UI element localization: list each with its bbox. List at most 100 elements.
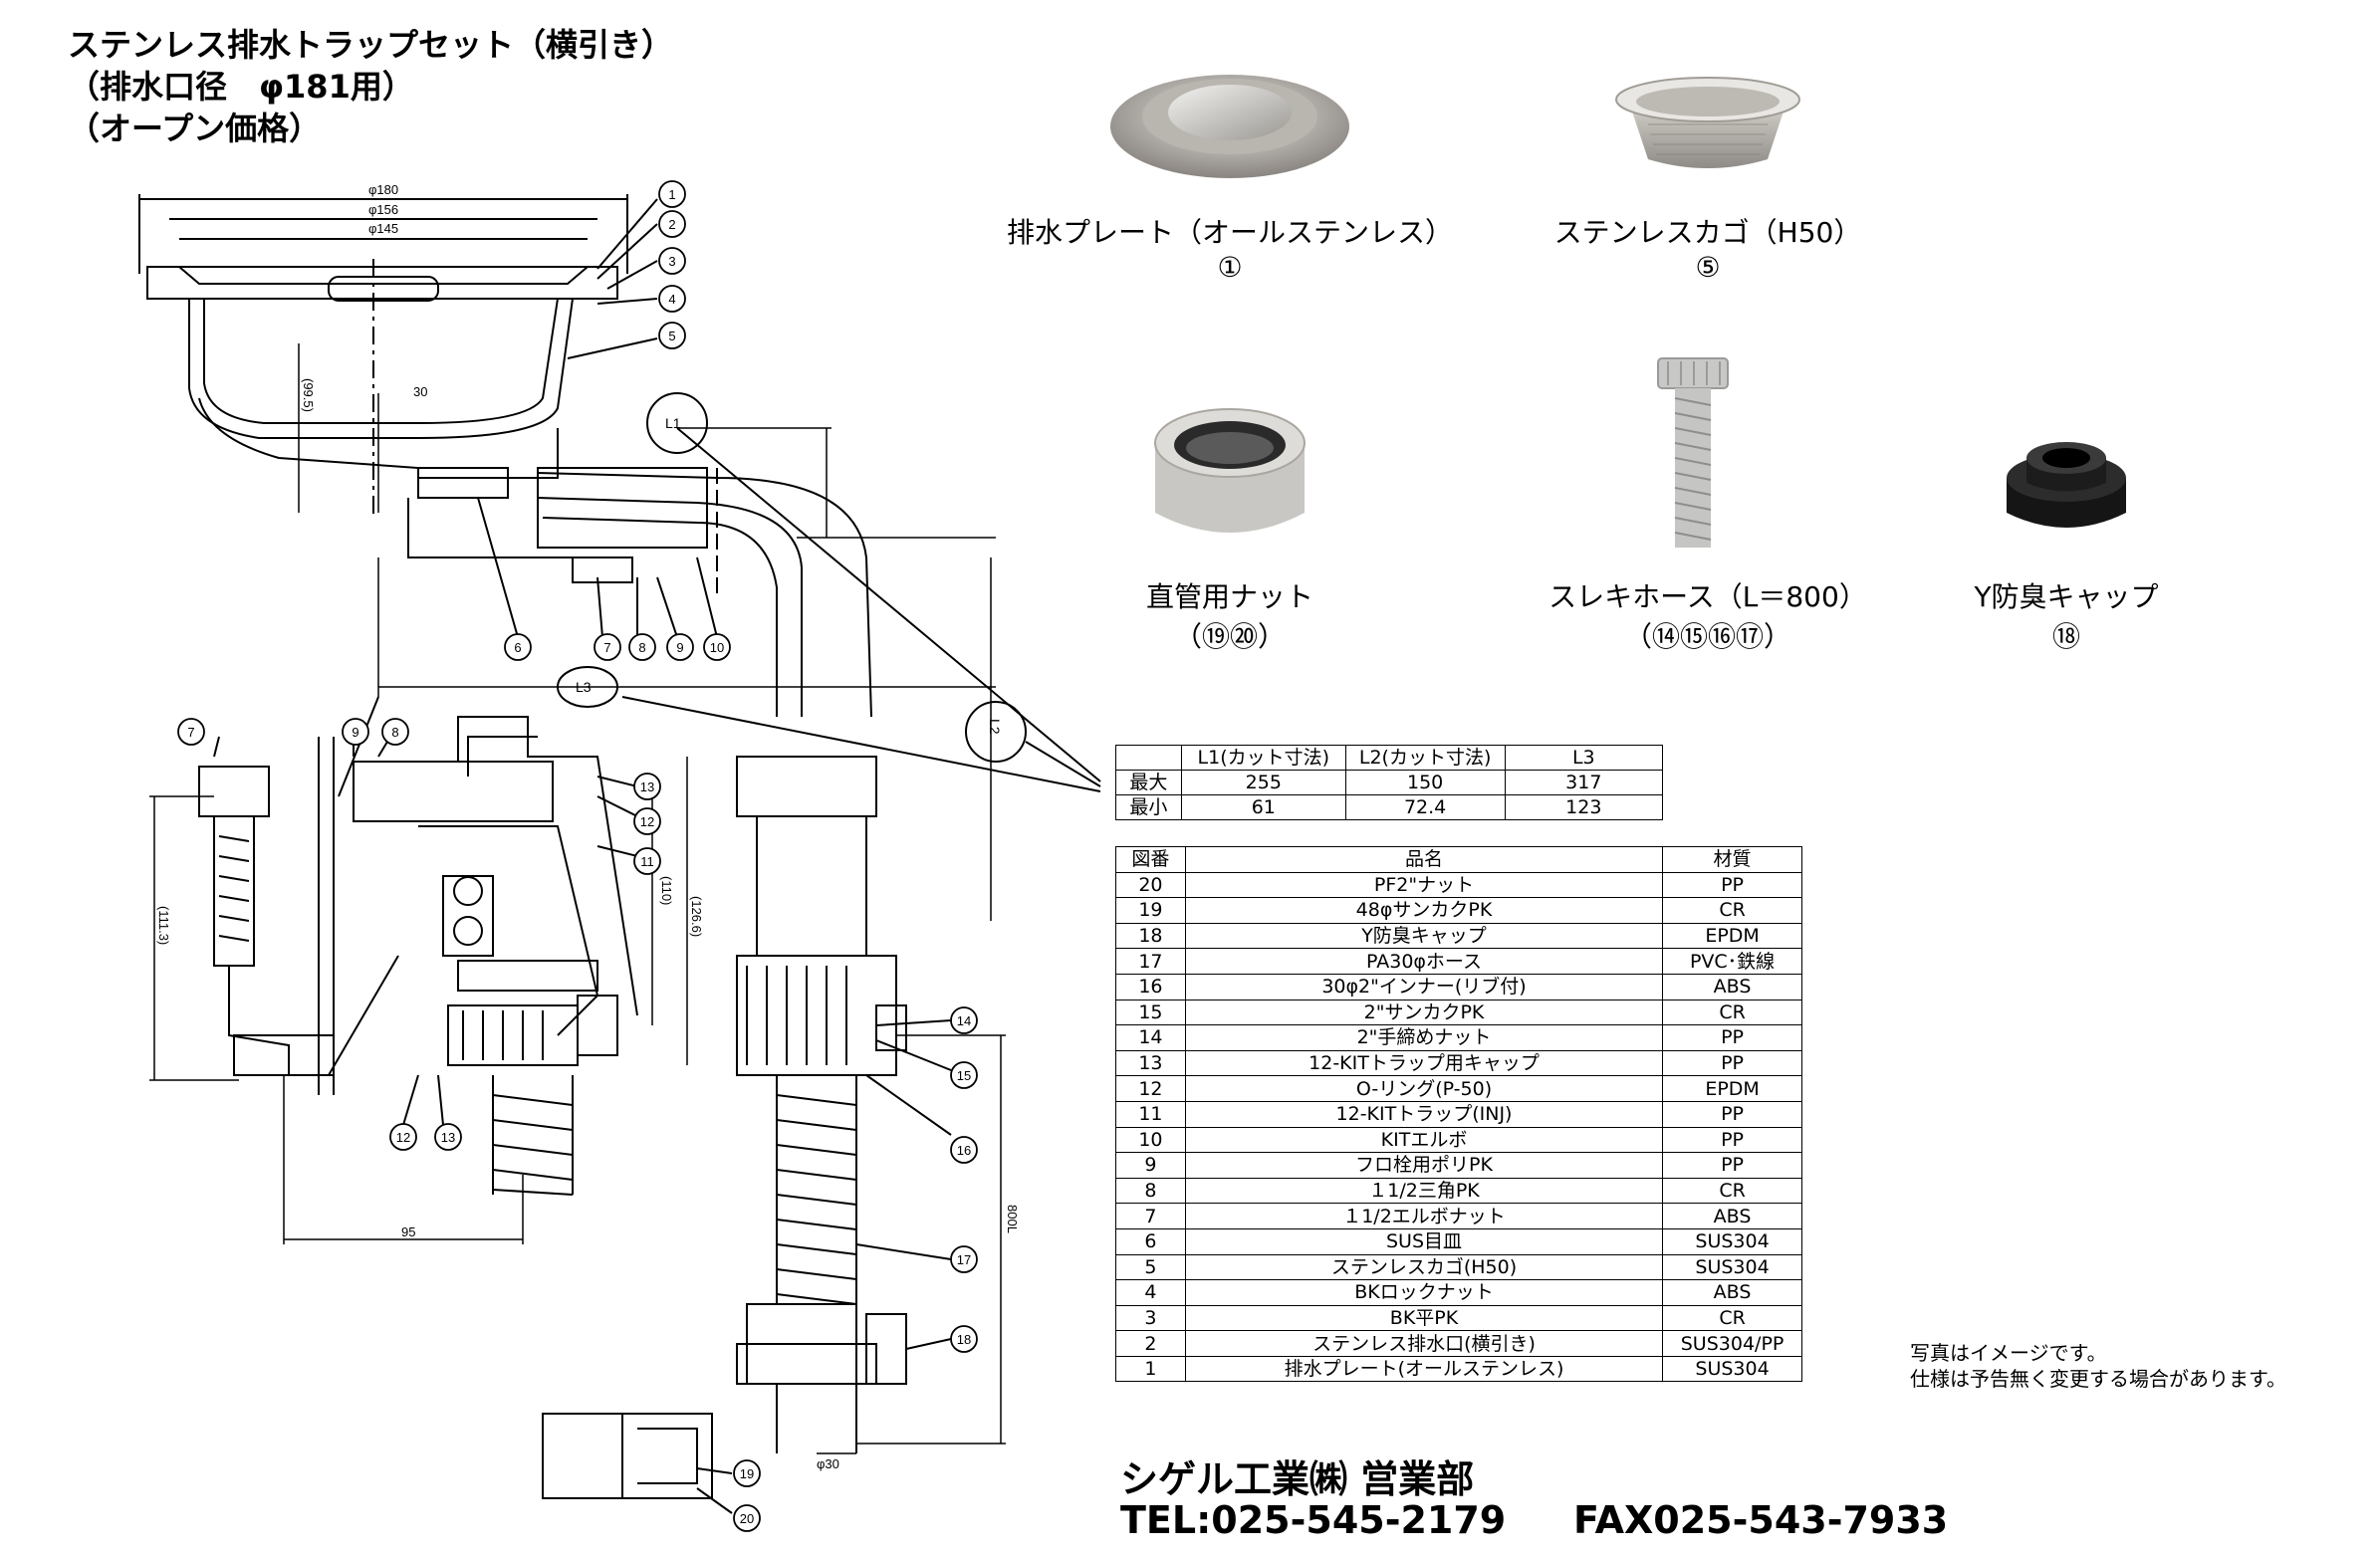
part-material-cell: SUS304/PP (1662, 1330, 1802, 1357)
part-name-cell: 12-KITトラップ(INJ) (1184, 1100, 1664, 1128)
dim-cell: 150 (1344, 770, 1506, 795)
photo-num-cap: ⑱ (2051, 620, 2080, 653)
part-number-cell: 1 (1115, 1355, 1186, 1383)
part-name-cell: 2"手締めナット (1184, 1024, 1664, 1051)
part-number-cell: 17 (1115, 948, 1186, 975)
part-number-cell: 18 (1115, 922, 1186, 950)
photo-label-cap: Y防臭キャップ (1974, 580, 2159, 613)
part-number-cell: 3 (1115, 1304, 1186, 1332)
part-material-cell: CR (1662, 897, 1802, 924)
dim-h111: (111.3) (156, 906, 171, 945)
part-material-cell: CR (1662, 999, 1802, 1026)
dim-d145: φ145 (368, 221, 398, 236)
callout-l3: L3 (576, 679, 592, 695)
dim-h126: (126.6) (689, 896, 704, 937)
part-material-cell: ABS (1662, 1279, 1802, 1306)
parts-table-header: 図番 品名 材質 (1115, 846, 1802, 873)
part-num-17: 17 (957, 1252, 971, 1267)
part-name-cell: ステンレス排水口(横引き) (1184, 1330, 1664, 1357)
part-num-16: 16 (957, 1143, 971, 1158)
part-material-cell: EPDM (1662, 1075, 1802, 1102)
part-number-cell: 5 (1115, 1253, 1186, 1281)
photo-num-basket: ⑤ (1695, 251, 1721, 284)
part-material-cell: PVC･鉄線 (1662, 948, 1802, 975)
photo-label-hose: スレキホース（L＝800） (1548, 580, 1867, 613)
flexible-hose-icon (1657, 357, 1729, 548)
part-material-cell: EPDM (1662, 922, 1802, 950)
part-material-cell: CR (1662, 1177, 1802, 1205)
photo-label-nut: 直管用ナット (1145, 580, 1313, 613)
part-name-cell: Y防臭キャップ (1184, 922, 1664, 950)
part-num-12b: 12 (396, 1130, 410, 1145)
part-num-10: 10 (710, 640, 724, 655)
dim-d180: φ180 (368, 182, 398, 197)
part-number-cell: 6 (1115, 1227, 1186, 1255)
dim-cell: 61 (1180, 794, 1346, 820)
part-num-1: 1 (668, 187, 675, 202)
photo-num-drain-plate: ① (1217, 251, 1243, 284)
part-name-cell: １1/2三角PK (1184, 1177, 1664, 1205)
part-material-cell: PP (1662, 1152, 1802, 1179)
fax-number: FAX025-543-7933 (1573, 1498, 1949, 1542)
part-name-cell: 2"サンカクPK (1184, 999, 1664, 1026)
part-number-cell: 14 (1115, 1024, 1186, 1051)
part-num-6: 6 (514, 640, 521, 655)
part-material-cell: SUS304 (1662, 1227, 1802, 1255)
stainless-basket-icon (1615, 77, 1800, 168)
company-name: シゲル工業㈱ 営業部 (1120, 1457, 1475, 1501)
part-number-cell: 20 (1115, 871, 1186, 899)
part-num-8b: 8 (391, 725, 398, 740)
callout-l2: L2 (987, 719, 1003, 735)
dim-cell: 255 (1180, 770, 1346, 795)
part-number-cell: 15 (1115, 999, 1186, 1026)
part-num-12a: 12 (640, 814, 654, 829)
part-num-11: 11 (640, 854, 654, 869)
part-name-cell: KITエルボ (1184, 1126, 1664, 1154)
part-material-cell: PP (1662, 1049, 1802, 1077)
dimension-table-header: L1(カット寸法) L2(カット寸法) L3 (1115, 745, 1664, 771)
dim-d156: φ156 (368, 202, 398, 217)
dim-w95: 95 (401, 1224, 415, 1239)
photo-label-drain-plate: 排水プレート（オールステンレス） (1006, 216, 1453, 249)
part-number-cell: 8 (1115, 1177, 1186, 1205)
part-num-19: 19 (740, 1466, 754, 1481)
part-name-cell: 排水プレート(オールステンレス) (1184, 1355, 1664, 1383)
dim-row-label: 最小 (1115, 794, 1182, 820)
dim-h99: (99.5) (301, 378, 316, 412)
drain-plate-icon (1110, 75, 1349, 178)
part-number-cell: 12 (1115, 1075, 1186, 1102)
photo-num-hose: （⑭⑮⑯⑰） (1623, 620, 1791, 653)
dim-row-label: 最大 (1115, 770, 1182, 795)
part-num-9a: 9 (676, 640, 683, 655)
part-num-7a: 7 (603, 640, 610, 655)
part-material-cell: ABS (1662, 973, 1802, 1001)
parts-header-num: 図番 (1115, 846, 1186, 873)
part-name-cell: 30φ2"インナー(リブ付) (1184, 973, 1664, 1001)
parts-header-material: 材質 (1662, 846, 1802, 873)
table-row: 最大 255 150 317 (1115, 770, 1664, 795)
dim-h110: (110) (659, 876, 674, 905)
title-line-3: （オープン価格） (68, 110, 322, 147)
straight-pipe-nut-icon (1154, 408, 1306, 533)
note-line-1: 写真はイメージです。 (1910, 1341, 2107, 1365)
part-name-cell: BK平PK (1184, 1304, 1664, 1332)
photo-num-nut: （⑲⑳） (1173, 620, 1286, 653)
part-name-cell: BKロックナット (1184, 1279, 1664, 1306)
part-material-cell: PP (1662, 871, 1802, 899)
part-name-cell: ステンレスカゴ(H50) (1184, 1253, 1664, 1281)
part-num-14: 14 (957, 1013, 971, 1028)
part-number-cell: 7 (1115, 1203, 1186, 1229)
dim-header-l3: L3 (1504, 745, 1664, 771)
part-material-cell: PP (1662, 1100, 1802, 1128)
